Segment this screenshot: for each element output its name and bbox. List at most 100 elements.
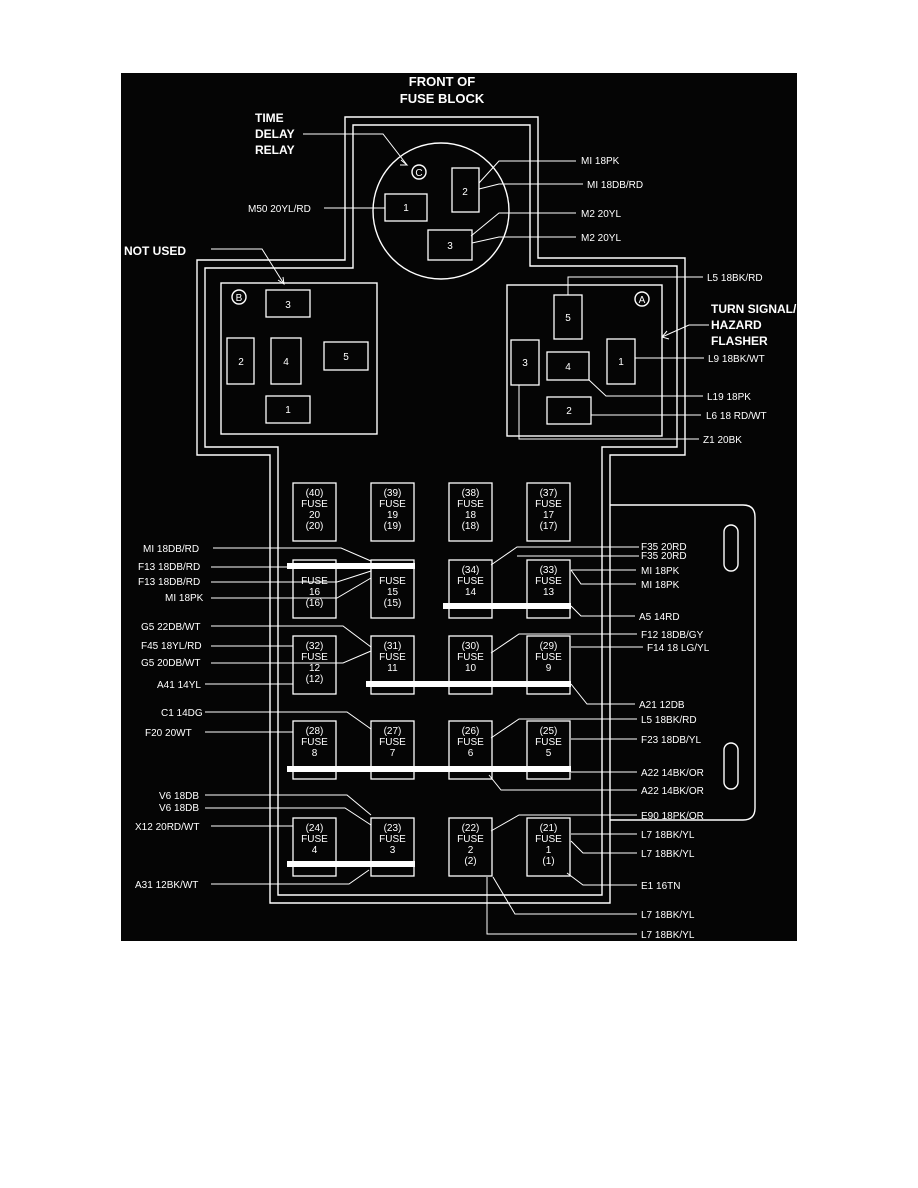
wire-label: F12 18DB/GY	[641, 630, 704, 641]
relay-a-outline	[506, 284, 663, 437]
wire-label: A22 14BK/OR	[641, 786, 704, 797]
callout-text: FLASHER	[711, 334, 768, 348]
header-line-2: FUSE BLOCK	[400, 91, 485, 106]
wire-label: F20 20WT	[145, 728, 192, 739]
fuse-box	[292, 482, 337, 542]
fuse-label-line: 13	[543, 587, 555, 598]
relay-a-pin-5-label: 5	[565, 313, 571, 324]
fuse-label-line: 2	[468, 845, 474, 856]
wire-label: F13 18DB/RD	[138, 562, 200, 573]
relay-b-pin-4	[270, 337, 302, 385]
fuse-label-line: FUSE	[379, 737, 406, 748]
time-delay-relay	[372, 142, 510, 280]
fuse-label-line: (15)	[384, 598, 402, 609]
wire-label: V6 18DB	[159, 803, 199, 814]
wire-labels-right: F35 20RD F35 20RD MI 18PK MI 18PK A5 14R…	[486, 542, 710, 941]
arrowhead	[661, 330, 670, 340]
wire-label: A5 14RD	[639, 612, 680, 623]
fuse-label-line: FUSE	[535, 737, 562, 748]
relay-b-outline	[220, 282, 378, 435]
wire-label: F35 20RD	[641, 551, 687, 562]
fuse-label-line: (17)	[540, 521, 558, 532]
fuse-label-line: (40)	[306, 488, 324, 499]
relay-a-pin-1-label: 1	[618, 357, 624, 368]
fuse-box	[370, 559, 415, 619]
fuse-label-line: 15	[387, 587, 399, 598]
callout-text: HAZARD	[711, 318, 762, 332]
wire-label-l19: L19 18PK	[707, 392, 751, 403]
fuse-label-line: 9	[546, 663, 552, 674]
relay-c-pin-2-label: 2	[462, 187, 468, 198]
fuse-label-line: (19)	[384, 521, 402, 532]
fuse-label-line: FUSE	[301, 834, 328, 845]
fuse-label-line: FUSE	[457, 499, 484, 510]
callout-text: RELAY	[255, 143, 295, 157]
leader	[303, 133, 408, 166]
relay-a-pin-3-label: 3	[522, 358, 528, 369]
wire-label: F45 18YL/RD	[141, 641, 202, 652]
fuse-label-line: 18	[465, 510, 477, 521]
wire-label: A21 12DB	[639, 700, 685, 711]
fuse-label-line: (39)	[384, 488, 402, 499]
relay-a-pin-4-label: 4	[565, 362, 571, 373]
relay-b-pin-4-label: 4	[283, 357, 289, 368]
relay-a-pin-3	[510, 339, 540, 386]
callout-text: NOT USED	[124, 244, 186, 258]
leader	[661, 324, 709, 338]
fuse-label-line: FUSE	[535, 576, 562, 587]
fuse-label-line: (33)	[540, 565, 558, 576]
wire-label-l5-top: L5 18BK/RD	[707, 273, 763, 284]
wire-label: F23 18DB/YL	[641, 735, 701, 746]
wire-label: A41 14YL	[157, 680, 201, 691]
fuse-label-line: (38)	[462, 488, 480, 499]
wire-label: MI 18PK	[641, 566, 680, 577]
relay-b-marker	[231, 289, 247, 305]
fuse-box	[448, 817, 493, 877]
fuse-label-line: 1	[546, 845, 552, 856]
fuse-label-line: (27)	[384, 726, 402, 737]
wire-label: C1 14DG	[161, 708, 203, 719]
fuse-label-line: (31)	[384, 641, 402, 652]
fuse-block-outline	[196, 116, 686, 904]
fuse-label-line: (22)	[462, 823, 480, 834]
callout-turn-signal-flasher: TURN SIGNAL/ HAZARD FLASHER	[661, 302, 797, 348]
relay-b-pin-5-label: 5	[343, 352, 349, 363]
fuse-label-line: 10	[465, 663, 477, 674]
relay-a-pin-2-label: 2	[566, 406, 572, 417]
fuse-label-line: FUSE	[379, 499, 406, 510]
wire-label: X12 20RD/WT	[135, 822, 199, 833]
fuse-label-line: (16)	[306, 598, 324, 609]
wire-label-l9: L9 18BK/WT	[708, 354, 765, 365]
fuse-box	[370, 482, 415, 542]
wire-label: L7 18BK/YL	[641, 910, 695, 921]
fuse-label-line: (32)	[306, 641, 324, 652]
fuse-block-diagram: FRONT OF FUSE BLOCK C 1 2 3 B 3 2 4 5 1 …	[121, 73, 797, 941]
wire-label-m1-pk: MI 18PK	[581, 156, 620, 167]
fuse-box	[526, 482, 571, 542]
fuse-label-line: (29)	[540, 641, 558, 652]
relay-b-letter: B	[236, 293, 243, 304]
fuse-label-line: 4	[312, 845, 318, 856]
relay-a-pin-4	[546, 351, 590, 381]
wire-label-l6: L6 18 RD/WT	[706, 411, 767, 422]
fuse-label-line: 19	[387, 510, 399, 521]
fuse-label-line: 6	[468, 748, 474, 759]
fuse-label-line: FUSE	[301, 737, 328, 748]
fuse-box	[448, 482, 493, 542]
fuse-label-line: 17	[543, 510, 555, 521]
relay-c-pin-3	[427, 229, 473, 261]
callout-text: TURN SIGNAL/	[711, 302, 797, 316]
fuse-label-line: (20)	[306, 521, 324, 532]
fuse-label-line: (21)	[540, 823, 558, 834]
fuse-label-line: (18)	[462, 521, 480, 532]
arrowhead	[277, 276, 285, 286]
callout-not-used: NOT USED	[124, 244, 285, 286]
wire-label: L7 18BK/YL	[641, 849, 695, 860]
